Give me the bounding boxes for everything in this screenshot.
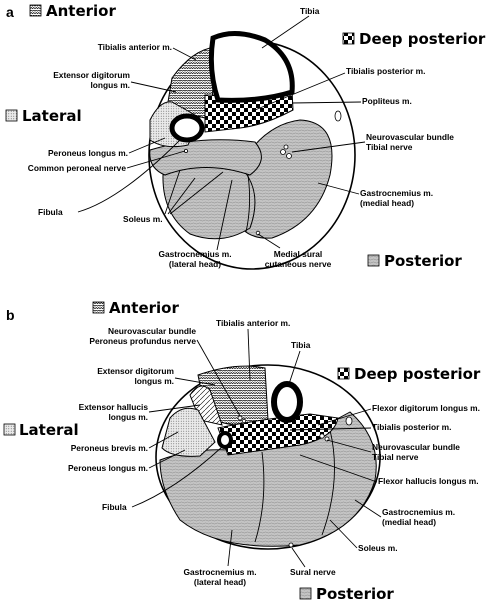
panel-a-compartment-deep-posterior: Deep posterior	[359, 30, 486, 48]
panel-b: b Anterior	[3, 299, 481, 603]
panel-b-label-gastro-medial-1: Gastrocnemius m.	[382, 507, 455, 517]
panel-a-label-soleus: Soleus m.	[123, 214, 163, 224]
panel-b-label-tibialis-anterior: Tibialis anterior m.	[216, 318, 290, 328]
panel-b-compartment-deep-posterior: Deep posterior	[354, 365, 481, 383]
panel-a-legend-posterior: Posterior	[367, 252, 462, 270]
panel-a-label-tibialis-posterior: Tibialis posterior m.	[346, 66, 425, 76]
panel-b-label-soleus: Soleus m.	[358, 543, 398, 553]
panel-a-label-common-peroneal: Common peroneal nerve	[28, 163, 127, 173]
panel-b-legend-posterior: Posterior	[299, 585, 394, 603]
panel-b-compartment-lateral: Lateral	[19, 421, 79, 439]
panel-b-fibula-bone	[217, 431, 233, 449]
panel-b-compartment-anterior: Anterior	[109, 299, 179, 317]
panel-b-small-vessel	[345, 416, 353, 426]
panel-b-label-tibia: Tibia	[291, 340, 311, 350]
panel-b-neurovascular-bundle-tibial	[319, 433, 330, 442]
panel-b-neurovascular-bundle-anterior	[237, 415, 247, 424]
panel-a-label-peroneus-longus: Peroneus longus m.	[48, 148, 128, 158]
panel-a: a Anterior	[5, 2, 486, 270]
panel-a-legend-deep-posterior: Deep posterior	[342, 30, 486, 48]
panel-a-label-gastro-lateral-2: (lateral head)	[169, 259, 221, 269]
panel-b-legend-deep-posterior: Deep posterior	[337, 365, 481, 383]
panel-b-lateral-region	[161, 407, 216, 457]
panel-b-extensor-hallucis-region	[189, 385, 223, 426]
panel-b-label-gastro-lateral-2: (lateral head)	[194, 577, 246, 587]
panel-b-label-nvb-2: Peroneus profundus nerve	[89, 336, 196, 346]
panel-a-letter: a	[6, 4, 14, 20]
panel-a-compartment-posterior: Posterior	[384, 252, 462, 270]
panel-a-label-tibialis-anterior: Tibialis anterior m.	[98, 42, 172, 52]
panel-a-neurovascular-bundle	[280, 144, 292, 159]
panel-a-compartment-lateral: Lateral	[22, 107, 82, 125]
panel-b-label-ext-dig-1: Extensor digitorum	[97, 366, 174, 376]
panel-b-label-nvb-1: Neurovascular bundle	[108, 326, 196, 336]
panel-a-medial-sural-nerve	[255, 230, 261, 236]
panel-a-label-fibula: Fibula	[38, 207, 63, 217]
panel-b-label-ext-hal-1: Extensor hallucis	[79, 402, 149, 412]
panel-b-label-nvb-tib-1: Neurovascular bundle	[372, 442, 460, 452]
panel-a-fibula-bone	[169, 113, 205, 143]
panel-b-label-gastro-medial-2: (medial head)	[382, 517, 436, 527]
panel-b-legend-anterior: Anterior	[92, 299, 179, 317]
panel-b-label-flexor-hal: Flexor hallucis longus m.	[378, 476, 479, 486]
panel-b-label-flexor-dig: Flexor digitorum longus m.	[372, 403, 480, 413]
panel-a-small-vessel	[334, 110, 342, 122]
panel-a-label-tibia: Tibia	[300, 6, 320, 16]
panel-a-label-gastro-lateral-1: Gastrocnemius m.	[158, 249, 231, 259]
panel-b-compartment-posterior: Posterior	[316, 585, 394, 603]
panel-b-label-gastro-lateral-1: Gastrocnemius m.	[183, 567, 256, 577]
panel-a-label-popliteus: Popliteus m.	[362, 96, 412, 106]
panel-b-letter: b	[6, 307, 15, 323]
panel-b-label-sural: Sural nerve	[290, 567, 336, 577]
panel-b-label-ext-hal-2: longus m.	[108, 412, 148, 422]
panel-b-sural-nerve	[288, 542, 294, 548]
panel-a-legend-lateral: Lateral	[5, 107, 82, 125]
panel-a-label-nvb-2: Tibial nerve	[366, 142, 413, 152]
panel-a-label-medial-sural-1: Medial sural	[274, 249, 322, 259]
panel-a-label-gastro-medial-1: Gastrocnemius m.	[360, 188, 433, 198]
panel-a-label-ext-dig-2: longus m.	[90, 80, 130, 90]
panel-b-tibia-bone	[271, 381, 303, 423]
panel-a-label-ext-dig-1: Extensor digitorum	[53, 70, 130, 80]
panel-a-legend-anterior: Anterior	[29, 2, 116, 20]
panel-b-label-peroneus-brevis: Peroneus brevis m.	[71, 443, 148, 453]
panel-b-label-nvb-tib-2: Tibial nerve	[372, 452, 419, 462]
panel-b-label-peroneus-longus: Peroneus longus m.	[68, 463, 148, 473]
panel-b-legend-lateral: Lateral	[3, 421, 79, 439]
panel-a-soleus-region	[149, 139, 262, 176]
panel-a-compartment-anterior: Anterior	[46, 2, 116, 20]
panel-b-label-fibula: Fibula	[102, 502, 127, 512]
panel-a-tibia-bone	[208, 31, 295, 103]
panel-b-label-tibialis-posterior: Tibialis posterior m.	[372, 422, 451, 432]
panel-a-label-medial-sural-2: cutaneous nerve	[265, 259, 332, 269]
panel-a-label-nvb-1: Neurovascular bundle	[366, 132, 454, 142]
panel-a-label-gastro-medial-2: (medial head)	[360, 198, 414, 208]
panel-b-label-ext-dig-2: longus m.	[134, 376, 174, 386]
panel-b-deep-posterior-region	[217, 413, 339, 456]
